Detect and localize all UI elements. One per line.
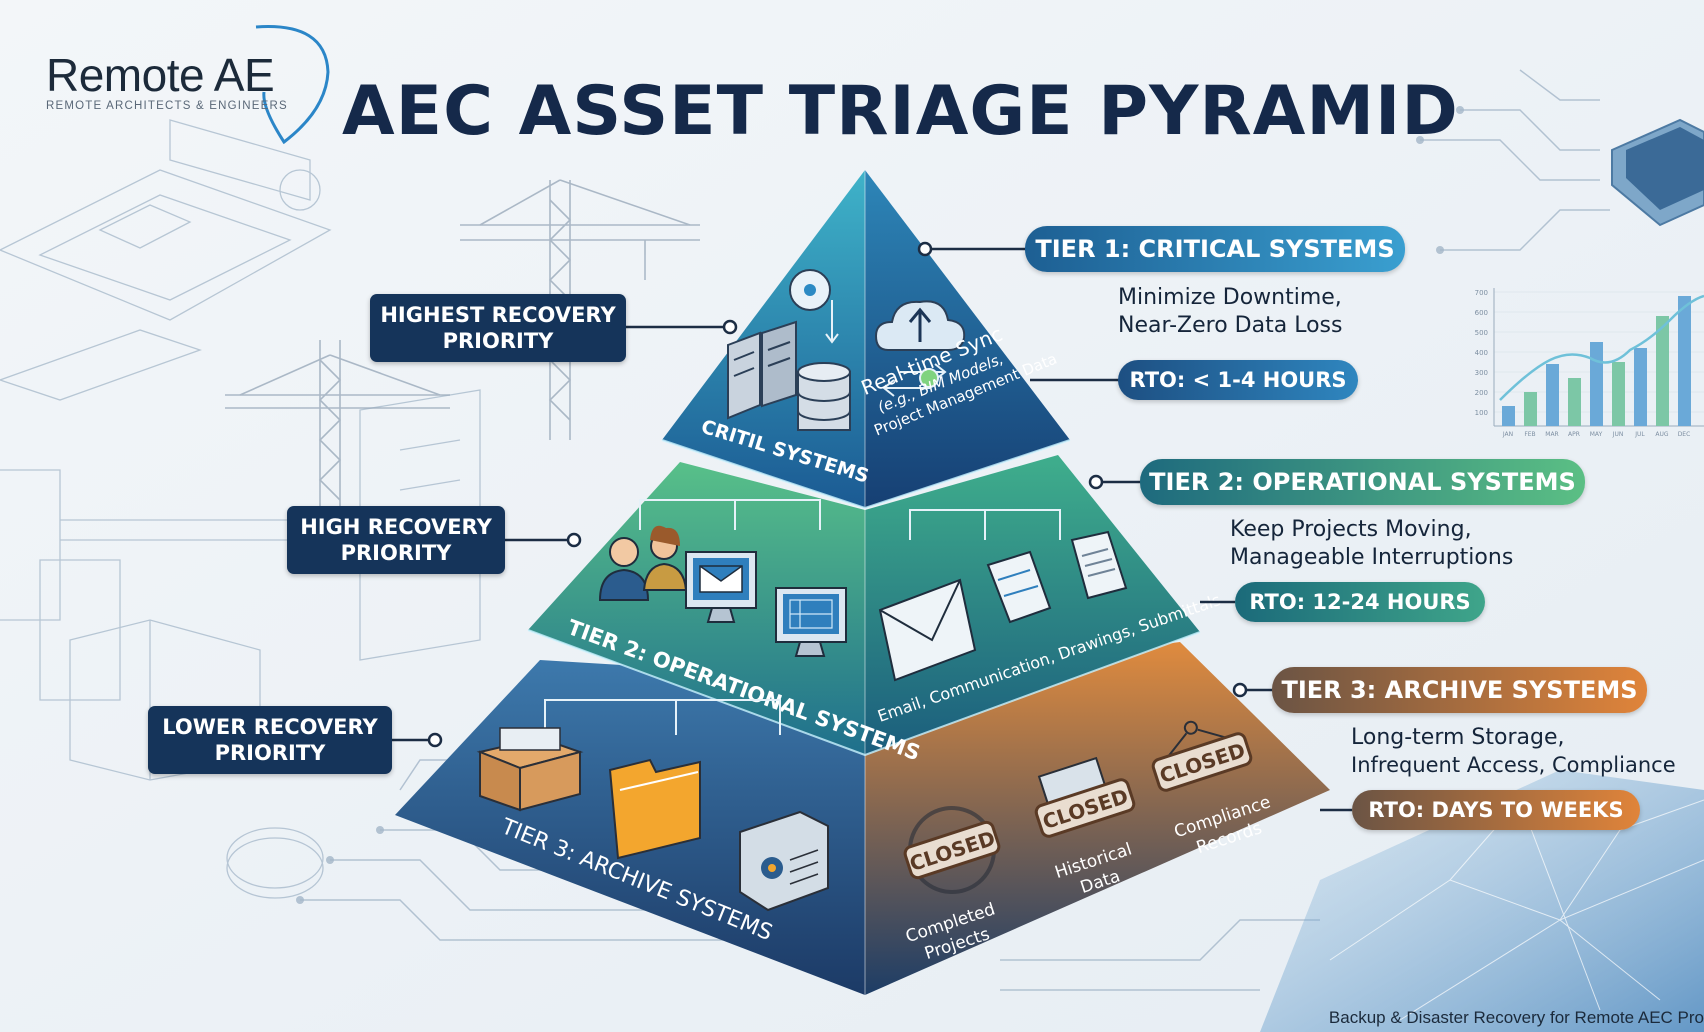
logo-pin-icon (255, 25, 330, 145)
side-chart-x-tick: MAR (1545, 431, 1558, 438)
side-chart-bar (1546, 364, 1559, 426)
cloud-upload-icon (874, 300, 966, 397)
tier2-description-line-2: Manageable Interruptions (1230, 545, 1514, 570)
leader-lines (392, 247, 1352, 812)
side-chart-x-tick: APR (1568, 431, 1580, 438)
side-chart-bar (1590, 342, 1603, 426)
monitor-drawing-icon (775, 587, 847, 657)
side-chart-bar (1524, 392, 1537, 426)
tier1-description-line-1: Minimize Downtime, (1118, 285, 1342, 310)
tier3-label-pill: TIER 3: ARCHIVE SYSTEMS (1272, 667, 1647, 713)
gear-cloud-icon (789, 269, 839, 344)
tier3-rto-badge: RTO: DAYS TO WEEKS (1352, 790, 1640, 830)
database-icon (797, 362, 851, 431)
side-chart-y-tick: 100 (1475, 409, 1488, 417)
priority-label-lower: LOWER RECOVERY PRIORITY (148, 706, 392, 774)
tier2-label-pill: TIER 2: OPERATIONAL SYSTEMS (1140, 459, 1585, 505)
side-chart-x-tick: FEB (1524, 431, 1535, 438)
monitor-email-icon (685, 551, 757, 623)
tier1-right-face (865, 170, 1070, 508)
footer-caption: Backup & Disaster Recovery for Remote AE… (1328, 1008, 1704, 1027)
tier1-description-line-2: Near-Zero Data Loss (1118, 313, 1343, 338)
tier2-description-line-1: Keep Projects Moving, (1230, 517, 1472, 542)
tier2-rto-badge: RTO: 12-24 HOURS (1235, 582, 1485, 622)
drawing-sheet-icon (986, 550, 1052, 624)
side-chart-x-tick: JUN (1612, 431, 1624, 438)
side-chart-y-tick: 500 (1475, 329, 1488, 337)
side-chart-bar (1612, 362, 1625, 426)
chip-icon (1611, 118, 1704, 227)
tier3-description-line-1: Long-term Storage, (1351, 725, 1565, 750)
side-chart-x-tick: AUG (1655, 431, 1668, 438)
page-title: AEC ASSET TRIAGE PYRAMID (342, 72, 1459, 151)
circuit-lines (300, 69, 1610, 991)
side-chart: 700 600 500 400 300 200 100 JAN FEB MAR APR MAY JUN… (1475, 288, 1704, 438)
archive-box-icon (476, 727, 584, 812)
side-chart-y-tick: 400 (1475, 349, 1488, 357)
tier1-label-pill: TIER 1: CRITICAL SYSTEMS (1025, 226, 1405, 272)
folder-icon (608, 758, 701, 860)
envelope-icon (878, 578, 977, 682)
document-icon (1070, 530, 1128, 600)
side-chart-x-tick: DEC (1678, 431, 1691, 438)
storage-drive-icon (739, 810, 829, 912)
side-chart-x-tick: JAN (1502, 431, 1513, 438)
brand-tagline: REMOTE ARCHITECTS & ENGINEERS (46, 100, 288, 112)
blueprint-sketch (0, 119, 481, 899)
server-rack-icon (727, 320, 797, 420)
side-chart-x-tick: JUL (1634, 431, 1645, 438)
side-chart-y-tick: 600 (1475, 309, 1488, 317)
team-users-icon (598, 525, 688, 601)
side-chart-bar (1656, 316, 1669, 426)
tier1-rto-badge: RTO: < 1-4 HOURS (1118, 360, 1358, 400)
side-chart-bar (1568, 378, 1581, 426)
side-chart-x-tick: MAY (1590, 431, 1603, 438)
side-chart-y-tick: 300 (1475, 369, 1488, 377)
priority-label-high: HIGH RECOVERY PRIORITY (287, 506, 505, 574)
side-chart-bar (1634, 348, 1647, 426)
priority-label-highest: HIGHEST RECOVERY PRIORITY (370, 294, 626, 362)
side-chart-bar (1502, 406, 1515, 426)
closed-sign-icon: CLOSED (1034, 756, 1136, 838)
tier3-description-line-2: Infrequent Access, Compliance (1351, 753, 1676, 777)
brand-logo-name: Remote AE (46, 49, 275, 101)
network-mesh (1260, 770, 1704, 1032)
side-chart-y-tick: 700 (1475, 289, 1488, 297)
side-chart-y-tick: 200 (1475, 389, 1488, 397)
side-chart-bar (1678, 296, 1691, 426)
